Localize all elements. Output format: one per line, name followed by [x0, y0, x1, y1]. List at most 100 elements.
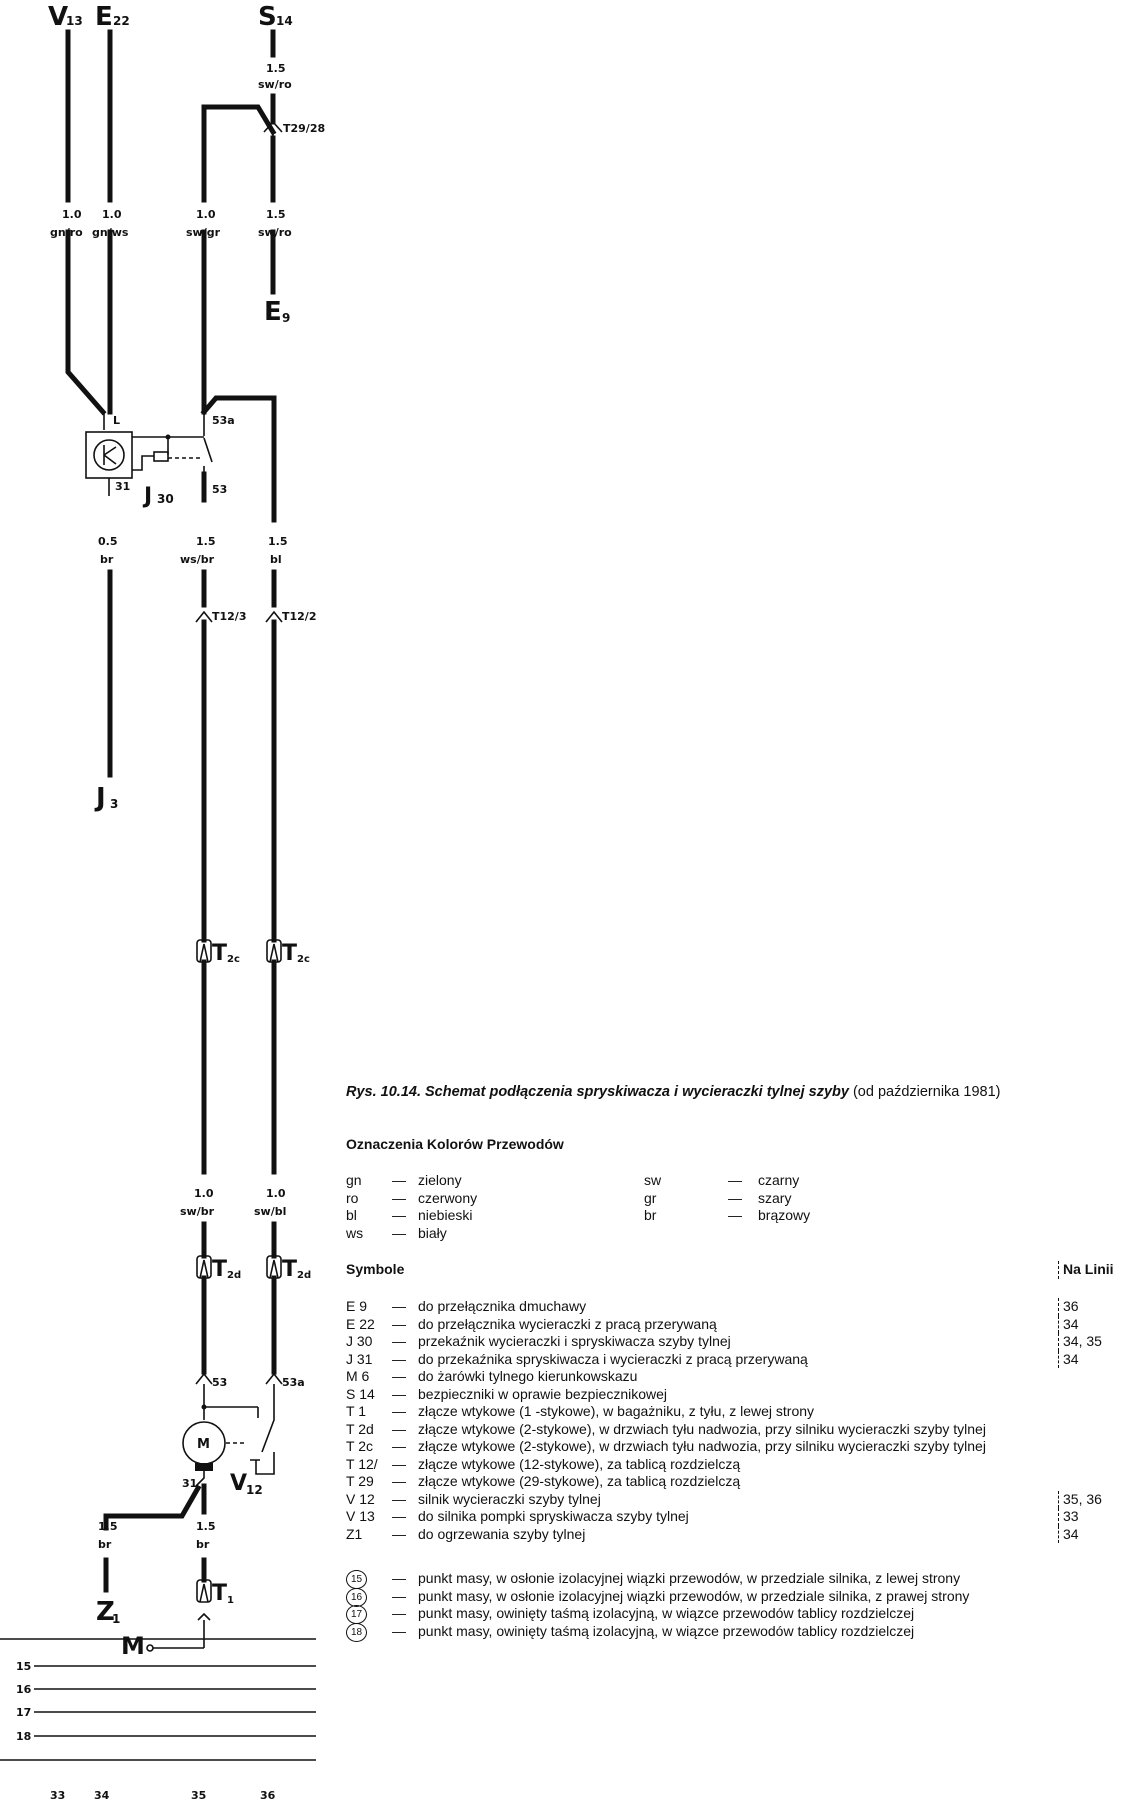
ground-m: M: [121, 1632, 204, 1660]
wire-label-swbr-color: sw/br: [180, 1205, 215, 1218]
bus-number-15: 15: [16, 1660, 31, 1673]
wire-label-br05-gauge: 0.5: [98, 535, 118, 548]
label-j3: J 3: [94, 783, 118, 813]
wire-label-bl-color: bl: [270, 553, 282, 566]
wire-z1-branch: [103, 1484, 202, 1531]
wire-label-m-color: br: [196, 1538, 210, 1551]
bus-number-18: 18: [16, 1730, 31, 1743]
wire-label-v13-color: gn/ro: [50, 226, 83, 239]
svg-text:V: V: [230, 1471, 247, 1496]
label-e22: E 22: [95, 2, 130, 32]
label-s14: S 14: [258, 2, 293, 32]
wire-label-s14-gauge: 1.5: [266, 62, 286, 75]
connector-t12-2: T12/2: [265, 610, 316, 623]
svg-text:31: 31: [115, 480, 130, 493]
svg-text:53a: 53a: [282, 1376, 305, 1389]
svg-text:J: J: [142, 484, 152, 509]
symbols-title: Symbole: [346, 1261, 405, 1277]
svg-text:53: 53: [212, 483, 227, 496]
svg-text:E: E: [264, 297, 282, 327]
connector-t1: T 1: [196, 1579, 234, 1648]
label-z1: Z 1: [96, 1597, 120, 1627]
svg-text:T12/2: T12/2: [282, 610, 316, 623]
ground-number-badge: 15: [346, 1570, 367, 1589]
wire-label-z1-gauge: 1.5: [98, 1520, 118, 1533]
wire-label-bl-gauge: 1.5: [268, 535, 288, 548]
svg-text:T: T: [212, 1257, 227, 1282]
wire-label-mid-gauge: 1.0: [196, 208, 216, 221]
line-number-36: 36: [260, 1789, 276, 1802]
svg-text:12: 12: [246, 1483, 263, 1497]
wire-label-z1-color: br: [98, 1538, 112, 1551]
svg-text:T: T: [212, 1581, 227, 1606]
wire-label-wsbr-color: ws/br: [180, 553, 215, 566]
wire-label-swbr-gauge: 1.0: [194, 1187, 214, 1200]
svg-text:L: L: [113, 414, 120, 427]
wire-53a-loop: [200, 395, 277, 523]
figure-caption: Rys. 10.14. Schemat podłączenia spryskiw…: [346, 1084, 1000, 1102]
svg-text:T: T: [212, 941, 227, 966]
wire-label-e22-color: gn/ws: [92, 226, 129, 239]
svg-text:53: 53: [212, 1376, 227, 1389]
svg-text:1: 1: [227, 1595, 234, 1606]
connector-t2d-right: T 2d: [266, 1255, 311, 1282]
svg-text:2d: 2d: [297, 1270, 311, 1281]
ground-number-badge: 17: [346, 1605, 367, 1624]
svg-text:14: 14: [276, 14, 293, 28]
line-number-34: 34: [94, 1789, 110, 1802]
wire-v13: [65, 29, 107, 416]
relay-j30: L 31 53a 53 J 30: [85, 412, 235, 509]
svg-text:9: 9: [282, 311, 290, 325]
line-numbers: 33 34 35 36: [50, 1789, 276, 1802]
caption-title: Rys. 10.14. Schemat podłączenia spryskiw…: [346, 1084, 849, 1100]
svg-text:T: T: [282, 941, 297, 966]
bus-number-17: 17: [16, 1706, 31, 1719]
svg-text:2d: 2d: [227, 1270, 241, 1281]
svg-text:Z: Z: [96, 1597, 115, 1627]
wire-label-e9-gauge: 1.5: [266, 208, 286, 221]
label-e9: E 9: [264, 297, 290, 327]
wire-label-e22-gauge: 1.0: [102, 208, 122, 221]
svg-text:M: M: [197, 1437, 210, 1452]
connector-t12-3: T12/3: [195, 610, 246, 623]
wire-label-swbl-color: sw/bl: [254, 1205, 286, 1218]
label-v13: V 13: [48, 2, 83, 32]
line-number-33: 33: [50, 1789, 65, 1802]
connector-t2c-right: T 2c: [266, 939, 310, 966]
connector-t29-label: T29/28: [283, 122, 325, 135]
motor-v12: 53 53a M 31 V 12: [182, 1372, 305, 1500]
wire-label-swbl-gauge: 1.0: [266, 1187, 286, 1200]
wire-label-m-gauge: 1.5: [196, 1520, 216, 1533]
line-title: Na Linii: [1058, 1261, 1114, 1279]
svg-text:13: 13: [66, 14, 83, 28]
svg-text:J: J: [94, 783, 106, 813]
bus-lines: 15 16 17 18: [0, 1638, 316, 1761]
ground-number-badge: 16: [346, 1587, 367, 1607]
line-number-35: 35: [191, 1789, 206, 1802]
svg-text:2c: 2c: [297, 954, 310, 965]
svg-text:1: 1: [112, 1612, 120, 1626]
svg-text:T: T: [282, 1257, 297, 1282]
wire-label-e9-color: sw/ro: [258, 226, 292, 239]
svg-text:3: 3: [110, 797, 118, 811]
ground-number-badge: 18: [346, 1622, 367, 1642]
svg-text:V: V: [48, 2, 68, 32]
wire-label-s14-color: sw/ro: [258, 78, 292, 91]
colors-title: Oznaczenia Kolorów Przewodów: [346, 1136, 564, 1152]
svg-text:2c: 2c: [227, 954, 240, 965]
svg-text:S: S: [258, 2, 277, 32]
bus-number-16: 16: [16, 1683, 32, 1696]
svg-text:31: 31: [182, 1477, 197, 1490]
svg-text:22: 22: [113, 14, 130, 28]
connector-t2c-left: T 2c: [196, 939, 240, 966]
caption-date: (od października 1981): [848, 1084, 1001, 1100]
wire-label-v13-gauge: 1.0: [62, 208, 82, 221]
svg-text:M: M: [121, 1632, 145, 1660]
svg-text:53a: 53a: [212, 414, 235, 427]
wire-label-wsbr-gauge: 1.5: [196, 535, 216, 548]
svg-text:T12/3: T12/3: [212, 610, 246, 623]
svg-text:30: 30: [157, 492, 174, 506]
wire-label-mid-color: sw/gr: [186, 226, 221, 239]
wire-sw-gr: [201, 104, 277, 415]
